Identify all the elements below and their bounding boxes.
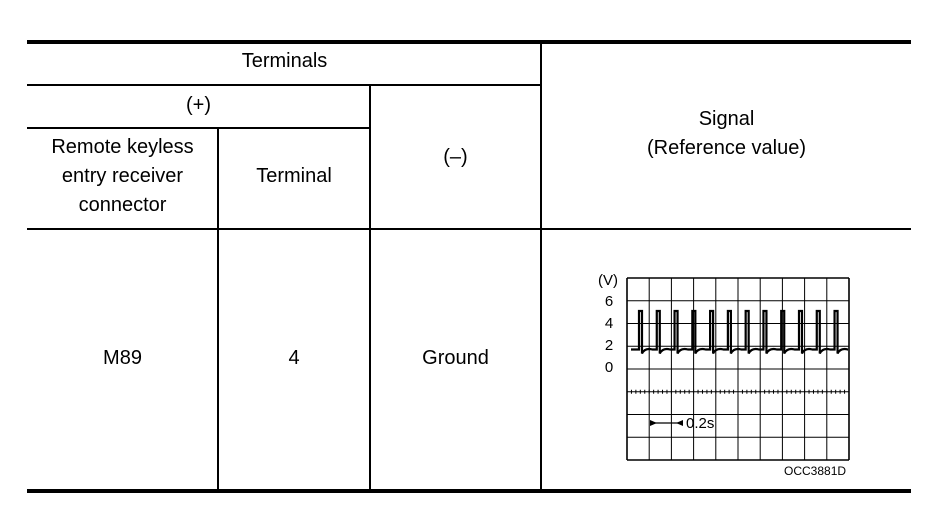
cell-connector: M89 — [103, 347, 142, 369]
divider-header-body — [27, 228, 911, 230]
time-division-label: 0.2s — [686, 415, 714, 432]
table-top-border — [27, 40, 911, 44]
signal-waveform-chart: (V) 6 4 2 0 0.2s OCC3881D — [598, 272, 850, 478]
table-bottom-border — [27, 489, 911, 493]
header-signal-line-1: Signal — [698, 108, 755, 130]
time-division-marker — [650, 420, 683, 426]
y-unit-label: (V) — [598, 272, 618, 289]
header-signal-line-2: (Reference value) — [647, 137, 806, 159]
header-connector-line-3: connector — [78, 194, 167, 216]
y-tick-label-0: 0 — [605, 359, 613, 376]
header-terminal: Terminal — [256, 165, 332, 187]
signal-waveform-line — [631, 309, 849, 355]
y-tick-label-6: 6 — [605, 293, 613, 310]
figure-code: OCC3881D — [784, 464, 846, 478]
y-tick-label-4: 4 — [605, 315, 613, 332]
header-connector-line-2: entry receiver — [61, 165, 184, 187]
divider-plus — [27, 127, 371, 129]
column-divider-terminal — [217, 128, 219, 491]
header-minus: (–) — [443, 146, 468, 168]
divider-terminals — [27, 84, 542, 86]
column-divider-signal — [540, 42, 542, 491]
header-terminals: Terminals — [241, 50, 328, 72]
column-divider-minus — [369, 85, 371, 491]
cell-ground: Ground — [422, 347, 489, 369]
y-tick-label-2: 2 — [605, 337, 613, 354]
cell-terminal: 4 — [288, 347, 300, 369]
header-connector-line-1: Remote keyless — [51, 136, 194, 158]
header-plus: (+) — [186, 94, 211, 116]
oscilloscope-grid — [626, 277, 850, 461]
